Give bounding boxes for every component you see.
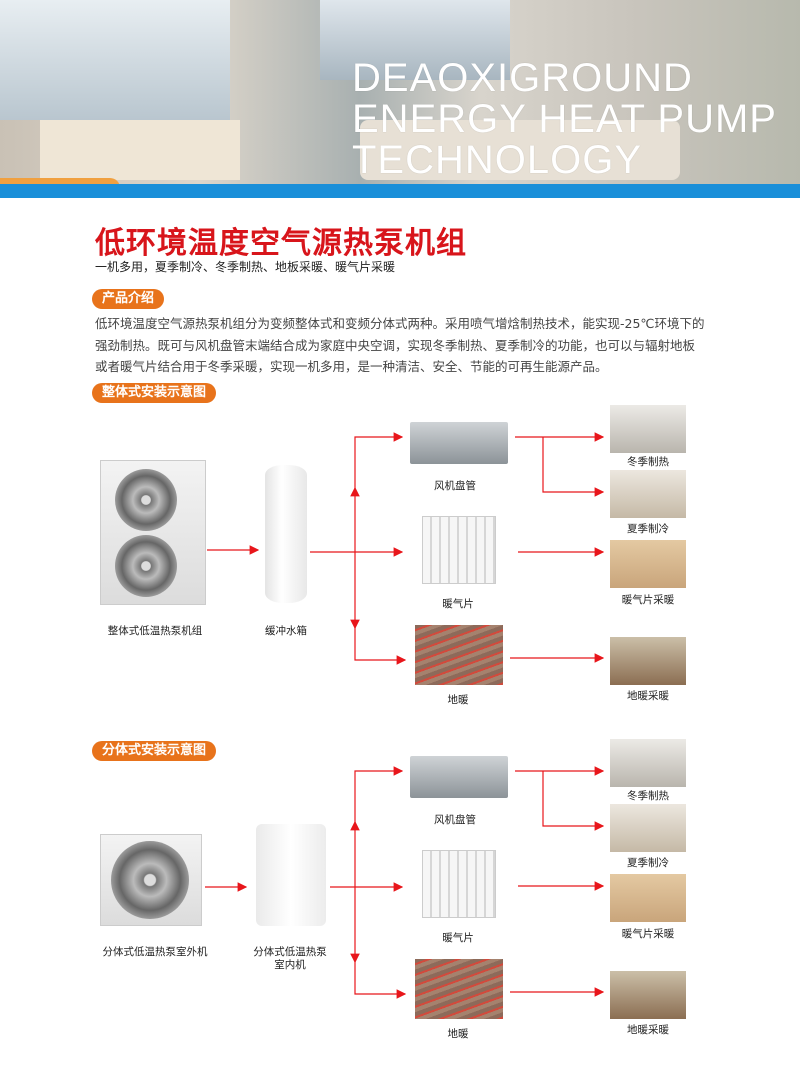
banner-line: ENERGY HEAT PUMP — [352, 97, 777, 141]
banner-window — [0, 0, 230, 120]
floor-heating-room-image — [610, 637, 686, 685]
split-indoor-unit-image — [256, 824, 326, 926]
banner-window — [320, 0, 510, 80]
unit-label: 分体式低温热泵室外机 — [102, 946, 208, 958]
radiator-image — [422, 516, 496, 584]
section-badge-intro: 产品介绍 — [92, 289, 165, 309]
fan-icon — [115, 535, 177, 597]
summer-cooling-image — [610, 804, 686, 852]
floor-label: 地暖 — [447, 1028, 469, 1040]
floor-heating-room-image — [610, 971, 686, 1019]
winter-heating-image — [610, 739, 686, 787]
radiator-heating-label: 暖气片采暖 — [621, 594, 675, 606]
split-outdoor-unit-image — [100, 834, 202, 926]
tank-label: 缓冲水箱 — [265, 625, 307, 637]
banner-line: TECHNOLOGY — [352, 138, 643, 182]
fan-icon — [111, 841, 189, 919]
winter-heating-image — [610, 405, 686, 453]
banner-accent — [0, 178, 120, 188]
indoor-label-line: 分体式低温热泵 — [253, 946, 327, 958]
coil-label: 风机盘管 — [434, 814, 476, 826]
floor-heating-label: 地暖采暖 — [627, 1024, 669, 1036]
section-badge-integrated: 整体式安装示意图 — [92, 383, 217, 403]
floor-heating-image — [415, 625, 503, 685]
radiator-heating-label: 暖气片采暖 — [621, 928, 675, 940]
winter-label: 冬季制热 — [627, 456, 669, 468]
radiator-heating-image — [610, 874, 686, 922]
floor-label: 地暖 — [447, 694, 469, 706]
summer-cooling-image — [610, 470, 686, 518]
summer-label: 夏季制冷 — [627, 857, 669, 869]
fan-coil-image — [410, 756, 508, 798]
buffer-tank-image — [265, 465, 307, 603]
fan-icon — [115, 469, 177, 531]
banner-cabinet — [40, 120, 240, 180]
radiator-image — [422, 850, 496, 918]
radiator-label: 暖气片 — [442, 932, 474, 944]
radiator-heating-image — [610, 540, 686, 588]
summer-label: 夏季制冷 — [627, 523, 669, 535]
coil-label: 风机盘管 — [434, 480, 476, 492]
indoor-label: 分体式低温热泵 室内机 — [253, 946, 327, 972]
floor-heating-image — [415, 959, 503, 1019]
integrated-diagram: 整体式低温热泵机组 缓冲水箱 风机盘管 暖气片 地暖 冬季制热 夏季制冷 暖气片… — [0, 400, 800, 706]
page-subtitle: 一机多用，夏季制冷、冬季制热、地板采暖、暖气片采暖 — [95, 260, 396, 274]
banner-line: DEAOXIGROUND — [352, 56, 693, 100]
unit-label: 整体式低温热泵机组 — [107, 625, 203, 637]
section-badge-split: 分体式安装示意图 — [92, 741, 217, 761]
banner-strip — [0, 184, 800, 198]
floor-heating-label: 地暖采暖 — [627, 690, 669, 702]
banner-heading: DEAOXIGROUND ENERGY HEAT PUMP TECHNOLOGY — [352, 58, 777, 181]
flow-arrows — [205, 766, 605, 999]
winter-label: 冬季制热 — [627, 790, 669, 802]
banner-sofa — [360, 120, 680, 180]
fan-coil-image — [410, 422, 508, 464]
radiator-label: 暖气片 — [442, 598, 474, 610]
integrated-heat-pump-image — [100, 460, 206, 605]
intro-paragraph: 低环境温度空气源热泵机组分为变频整体式和变频分体式两种。采用喷气增焓制热技术，能… — [95, 316, 705, 374]
flow-arrows — [207, 432, 605, 665]
indoor-label-line: 室内机 — [274, 959, 306, 971]
split-diagram: 分体式低温热泵室外机 分体式低温热泵 室内机 风机盘管 暖气片 地暖 冬季制热 … — [0, 734, 800, 1040]
page-title: 低环境温度空气源热泵机组 — [95, 226, 467, 261]
hero-banner: DEAOXIGROUND ENERGY HEAT PUMP TECHNOLOGY — [0, 0, 800, 198]
